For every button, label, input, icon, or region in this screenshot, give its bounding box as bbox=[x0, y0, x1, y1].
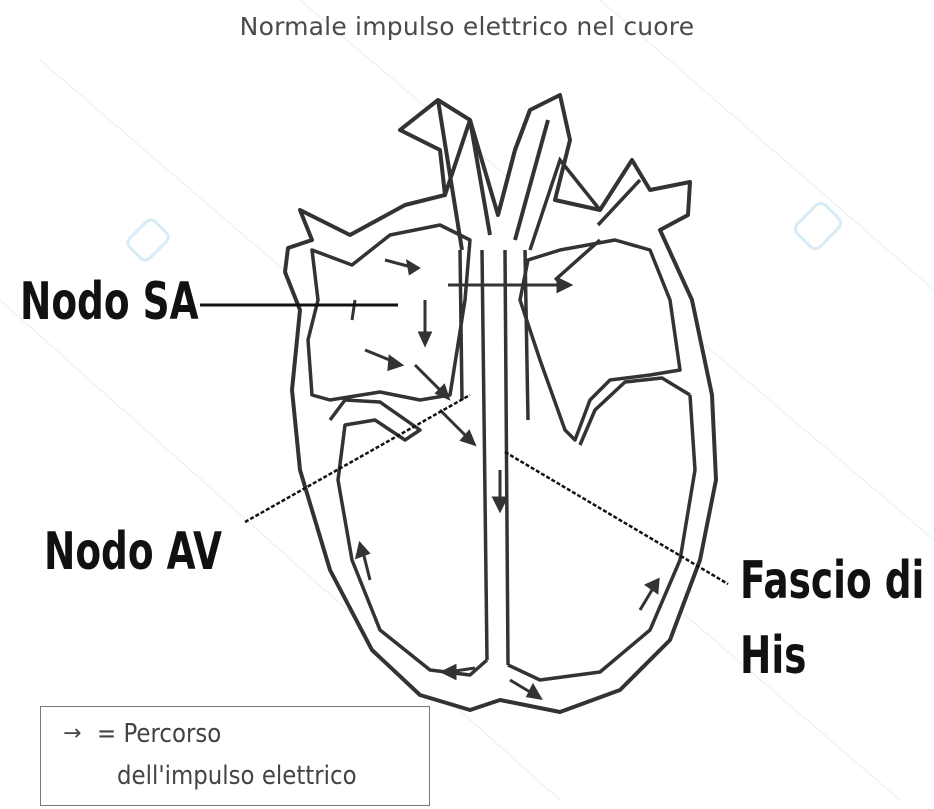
av-node-label: Nodo AV bbox=[44, 526, 222, 578]
watermark-logo-right bbox=[793, 201, 844, 252]
legend-box: → = Percorso dell'impulso elettrico bbox=[40, 706, 430, 806]
legend-text-line1: = Percorso bbox=[97, 719, 221, 749]
legend-arrow-icon: → bbox=[63, 721, 81, 746]
his-bundle-label-line2: His bbox=[740, 630, 806, 682]
his-bundle-label-line1: Fascio di bbox=[740, 555, 924, 607]
sa-node-label: Nodo SA bbox=[20, 276, 199, 328]
watermark-logo-left bbox=[125, 217, 170, 262]
heart-outline bbox=[285, 95, 716, 712]
diagram-title: Normale impulso elettrico nel cuore bbox=[0, 12, 934, 41]
legend-text-line2: dell'impulso elettrico bbox=[117, 761, 357, 791]
